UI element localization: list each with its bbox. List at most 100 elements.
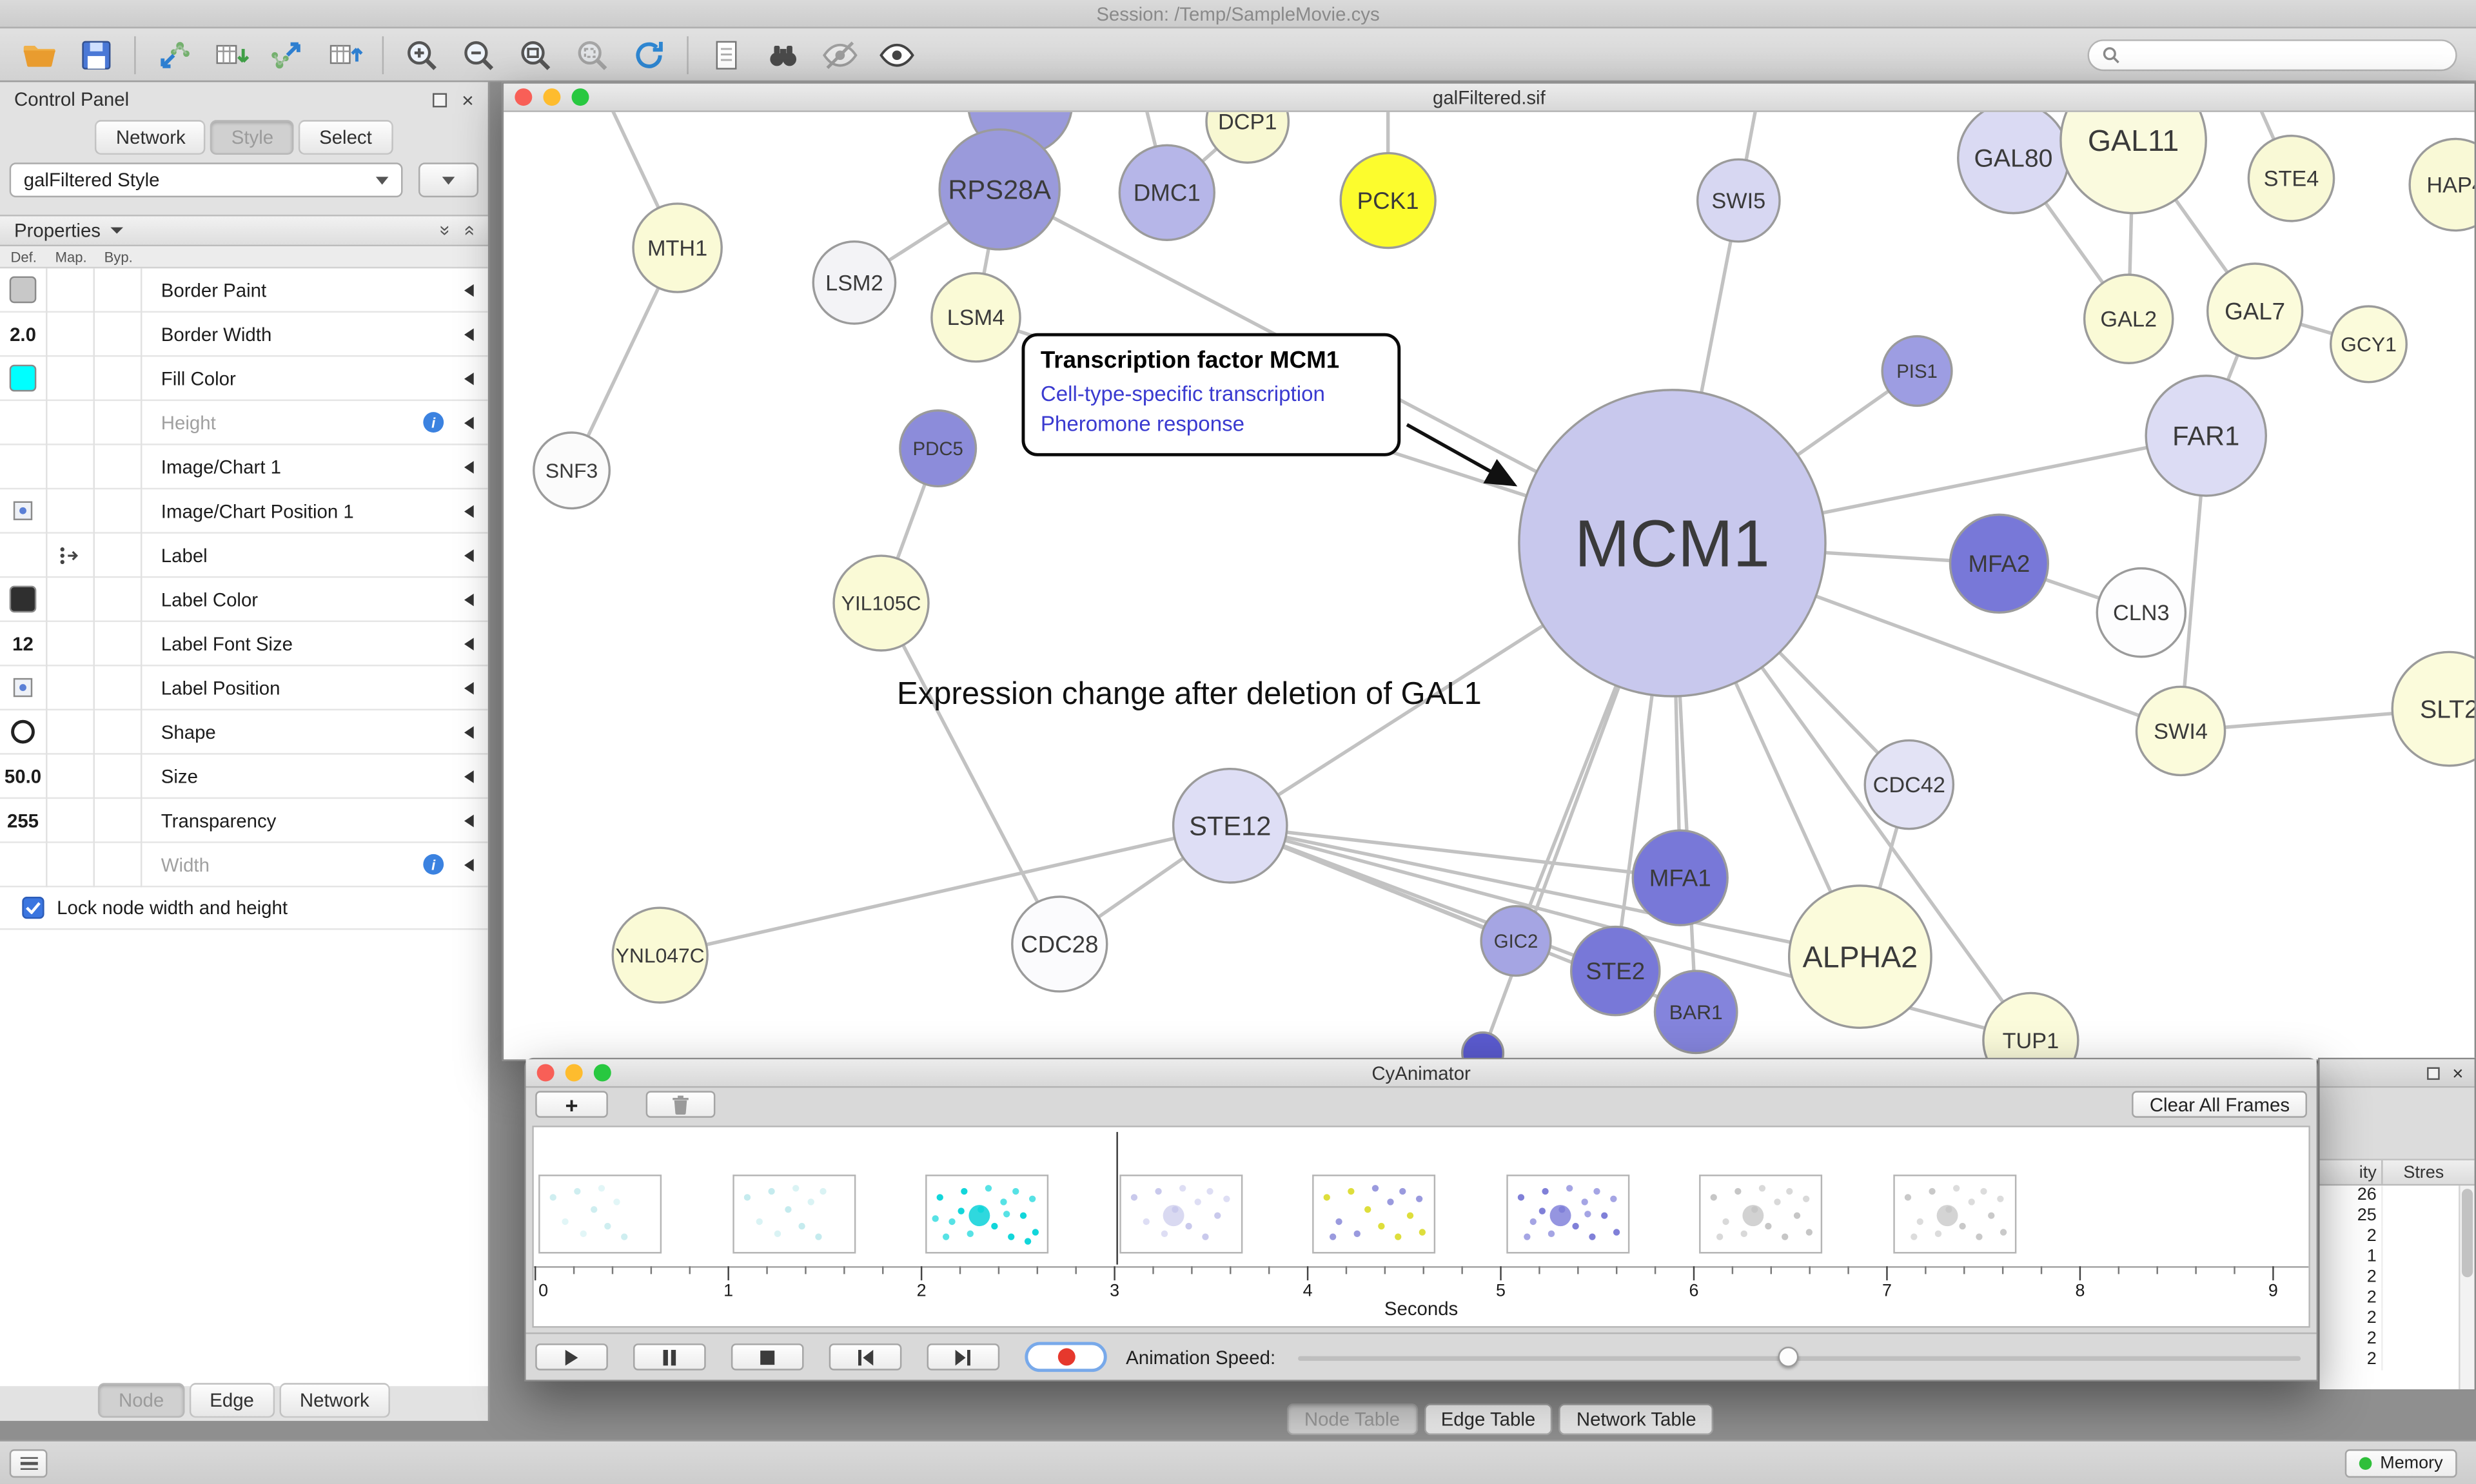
expand-arrow-icon[interactable] [464, 858, 474, 871]
float-window-icon[interactable] [2427, 1066, 2440, 1079]
default-value-cell[interactable] [0, 356, 48, 400]
panel-menu-button[interactable] [9, 1449, 48, 1478]
expand-arrow-icon[interactable] [464, 504, 474, 518]
network-node-mfa1[interactable]: MFA1 [1631, 829, 1729, 926]
cp-bottom-tab-edge[interactable]: Edge [189, 1383, 275, 1418]
mapping-cell[interactable] [47, 621, 95, 666]
network-node-pck1[interactable]: PCK1 [1339, 151, 1437, 249]
network-node-mth1[interactable]: MTH1 [632, 202, 723, 293]
slider-track[interactable] [1297, 1356, 2301, 1362]
bypass-cell[interactable] [95, 532, 142, 578]
annotation-link[interactable]: Cell-type-specific transcription [1040, 382, 1325, 406]
expand-arrow-icon[interactable] [464, 327, 474, 340]
zoom-window-icon[interactable] [593, 1064, 611, 1082]
minimize-window-icon[interactable] [565, 1064, 583, 1082]
table-row[interactable]: 2 [2320, 1349, 2459, 1371]
table-row[interactable]: 1 [2320, 1247, 2459, 1268]
cp-top-tab-network[interactable]: Network [95, 120, 206, 155]
zoom-fit-button[interactable] [509, 32, 562, 77]
mapping-cell[interactable] [47, 797, 95, 843]
properties-header[interactable]: Properties » » [0, 215, 488, 247]
pause-button[interactable] [633, 1343, 706, 1371]
network-edge[interactable] [879, 602, 1061, 945]
network-node-cdc28[interactable]: CDC28 [1011, 895, 1108, 993]
expand-arrow-icon[interactable] [464, 592, 474, 606]
network-node-gal80[interactable]: GAL80 [1957, 112, 2070, 215]
table-row[interactable]: 26 [2320, 1186, 2459, 1207]
network-edge[interactable] [1230, 824, 1681, 880]
export-table-button[interactable] [317, 32, 371, 77]
expand-arrow-icon[interactable] [464, 460, 474, 473]
network-node-dcp1[interactable]: DCP1 [1205, 112, 1290, 164]
scrollbar-thumb[interactable] [2461, 1189, 2473, 1278]
network-node-ste4[interactable]: STE4 [2247, 134, 2335, 222]
annotation-link[interactable]: Pheromone response [1040, 412, 1245, 436]
network-node-ste12[interactable]: STE12 [1172, 767, 1288, 884]
network-window-titlebar[interactable]: galFiltered.sif [504, 83, 2475, 112]
frame-thumbnail-1[interactable] [538, 1175, 662, 1254]
bypass-cell[interactable] [95, 400, 142, 445]
network-node-lsm2[interactable]: LSM2 [812, 240, 897, 325]
default-value-cell[interactable]: 50.0 [0, 754, 48, 798]
mapping-cell[interactable] [47, 532, 95, 578]
network-node-ynl047c[interactable]: YNL047C [611, 906, 709, 1004]
mapping-cell[interactable] [47, 268, 95, 312]
default-value-cell[interactable] [0, 400, 48, 445]
default-value-cell[interactable]: 2.0 [0, 311, 48, 356]
network-node-far1[interactable]: FAR1 [2145, 375, 2268, 497]
mapping-cell[interactable] [47, 665, 95, 710]
property-row-label-position[interactable]: Label Position [0, 665, 488, 711]
mapping-cell[interactable] [47, 577, 95, 621]
search-box[interactable] [2087, 39, 2457, 70]
close-window-icon[interactable] [536, 1064, 555, 1082]
frame-thumbnail-2[interactable] [732, 1175, 856, 1254]
expand-arrow-icon[interactable] [464, 283, 474, 297]
import-table-button[interactable] [204, 32, 257, 77]
table-row[interactable]: 2 [2320, 1329, 2459, 1350]
frame-thumbnail-8[interactable] [1892, 1175, 2016, 1254]
default-value-cell[interactable] [0, 709, 48, 754]
expand-arrow-icon[interactable] [464, 814, 474, 827]
bypass-cell[interactable] [95, 356, 142, 400]
bypass-cell[interactable] [95, 311, 142, 356]
network-node-ste2[interactable]: STE2 [1570, 925, 1661, 1017]
network-node-rps28a[interactable]: RPS28A [938, 128, 1061, 251]
lock-checkbox[interactable] [22, 897, 44, 919]
default-value-cell[interactable] [0, 444, 48, 489]
table-row[interactable]: 2 [2320, 1309, 2459, 1330]
network-node-cln3[interactable]: CLN3 [2096, 567, 2187, 658]
mapping-cell[interactable] [47, 842, 95, 887]
mapping-cell[interactable] [47, 754, 95, 798]
bypass-cell[interactable] [95, 754, 142, 798]
network-node-pis1[interactable]: PIS1 [1881, 335, 1953, 407]
find-button[interactable] [756, 32, 810, 77]
minimize-window-icon[interactable] [543, 88, 561, 106]
property-row-image-chart-position-1[interactable]: Image/Chart Position 1 [0, 488, 488, 534]
expand-arrow-icon[interactable] [464, 371, 474, 385]
bypass-cell[interactable] [95, 665, 142, 710]
network-node-swi4[interactable]: SWI4 [2135, 685, 2226, 777]
network-node-pdc5[interactable]: PDC5 [899, 409, 978, 488]
mapping-cell[interactable] [47, 311, 95, 356]
bypass-cell[interactable] [95, 621, 142, 666]
next-frame-button[interactable] [927, 1343, 1000, 1371]
expand-arrow-icon[interactable] [464, 725, 474, 738]
expand-arrow-icon[interactable] [464, 637, 474, 650]
tab-network-table[interactable]: Network Table [1558, 1403, 1714, 1436]
mapping-cell[interactable] [47, 400, 95, 445]
default-value-cell[interactable]: 255 [0, 797, 48, 843]
bypass-cell[interactable] [95, 268, 142, 312]
refresh-view-button[interactable] [622, 32, 676, 77]
network-node-snf3[interactable]: SNF3 [533, 431, 611, 510]
frame-thumbnail-7[interactable] [1699, 1175, 1823, 1254]
network-node-mfa2[interactable]: MFA2 [1949, 513, 2050, 614]
close-panel-icon[interactable]: × [2452, 1061, 2464, 1084]
default-value-cell[interactable]: 12 [0, 621, 48, 666]
bypass-cell[interactable] [95, 444, 142, 489]
style-options-button[interactable] [418, 162, 479, 198]
default-value-cell[interactable] [0, 532, 48, 578]
open-session-button[interactable] [13, 32, 66, 77]
